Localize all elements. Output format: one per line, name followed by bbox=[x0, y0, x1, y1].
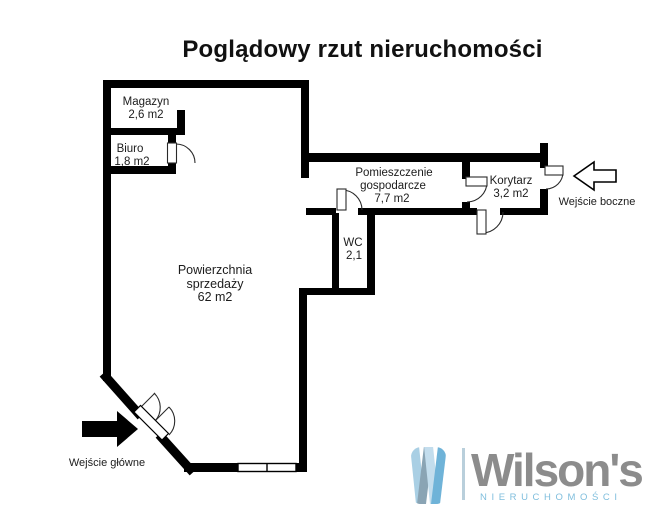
wall-wc-top-west bbox=[306, 208, 336, 215]
room-wc-area: 2,1 bbox=[346, 250, 362, 262]
wall-biuro-bottom bbox=[103, 166, 176, 174]
arrows bbox=[82, 160, 617, 447]
room-utility-area: 7,7 m2 bbox=[374, 193, 409, 205]
wall-left bbox=[103, 80, 111, 381]
logo-subtitle-text: NIERUCHOMOŚCI bbox=[480, 492, 622, 503]
side-entrance-arrow-icon bbox=[572, 160, 617, 192]
room-sales-name-line2: sprzedaży bbox=[187, 277, 245, 291]
page-title: Poglądowy rzut nieruchomości bbox=[182, 36, 543, 63]
wall-korytarz-right-a bbox=[540, 162, 548, 168]
room-wc-label: WC 2,1 bbox=[343, 237, 362, 262]
door-utility-korytarz bbox=[465, 176, 488, 203]
main-entrance-label: Wejście główne bbox=[69, 457, 145, 469]
room-korytarz-area: 3,2 m2 bbox=[493, 188, 528, 200]
room-biuro-label: Biuro 1,8 m2 bbox=[114, 143, 149, 168]
wall-top bbox=[103, 80, 309, 88]
room-sales-label: Powierzchnia sprzedaży 62 m2 bbox=[178, 263, 252, 304]
wall-korytarz-left-a bbox=[462, 162, 470, 179]
room-sales-area: 62 m2 bbox=[198, 290, 233, 304]
wall-wing-bottom-mid bbox=[358, 208, 477, 215]
logo-brand-text: Wilson's bbox=[471, 444, 644, 496]
room-utility-label: Pomieszczenie gospodarcze 7,7 m2 bbox=[355, 167, 432, 205]
wall-wc-right bbox=[367, 213, 375, 295]
wall-korytarz-right-stub bbox=[540, 143, 548, 153]
door-main-entrance-double bbox=[133, 392, 176, 441]
wall-bottom-left bbox=[184, 463, 238, 472]
side-entrance-label: Wejście boczne bbox=[559, 196, 636, 208]
room-wc-name: WC bbox=[343, 237, 362, 249]
window-bottom bbox=[237, 462, 297, 473]
door-wc bbox=[336, 188, 363, 211]
wall-wc-left bbox=[332, 213, 339, 293]
wall-wing-bottom-east bbox=[500, 208, 548, 215]
room-biuro-name: Biuro bbox=[117, 143, 144, 155]
wall-korytarz-left-b bbox=[462, 202, 470, 215]
wall-right-lower bbox=[299, 293, 307, 472]
wilsons-logo: Wilson's NIERUCHOMOŚCI bbox=[410, 444, 654, 510]
room-utility-name-line2: gospodarcze bbox=[360, 180, 426, 192]
wall-right-upper bbox=[301, 80, 309, 178]
room-korytarz-name: Korytarz bbox=[490, 175, 533, 187]
walls bbox=[99, 80, 548, 476]
wall-korytarz-right-b bbox=[540, 189, 548, 215]
door-side-entrance bbox=[544, 165, 564, 190]
room-magazyn-name: Magazyn bbox=[123, 96, 170, 108]
room-sales-name-line1: Powierzchnia bbox=[178, 263, 252, 277]
wall-biuro-right-a bbox=[168, 133, 176, 144]
logo-divider bbox=[462, 448, 465, 500]
room-magazyn-area: 2,6 m2 bbox=[128, 109, 163, 121]
doors bbox=[133, 142, 564, 441]
room-biuro-area: 1,8 m2 bbox=[114, 156, 149, 168]
wall-wing-top bbox=[309, 153, 548, 162]
wall-diagonal-upper bbox=[99, 370, 145, 420]
main-entrance-arrow-icon bbox=[82, 411, 138, 447]
door-biuro bbox=[166, 142, 196, 164]
room-labels: Magazyn 2,6 m2 Biuro 1,8 m2 Powierzchnia… bbox=[69, 96, 636, 469]
room-utility-name-line1: Pomieszczenie bbox=[355, 167, 432, 179]
door-korytarz-south bbox=[476, 209, 504, 235]
wilsons-logo-w-icon bbox=[411, 447, 446, 504]
wall-magazyn-bottom bbox=[103, 128, 185, 135]
room-korytarz-label: Korytarz 3,2 m2 bbox=[490, 175, 533, 200]
room-magazyn-label: Magazyn 2,6 m2 bbox=[123, 96, 170, 121]
wall-magazyn-stub bbox=[177, 110, 185, 135]
